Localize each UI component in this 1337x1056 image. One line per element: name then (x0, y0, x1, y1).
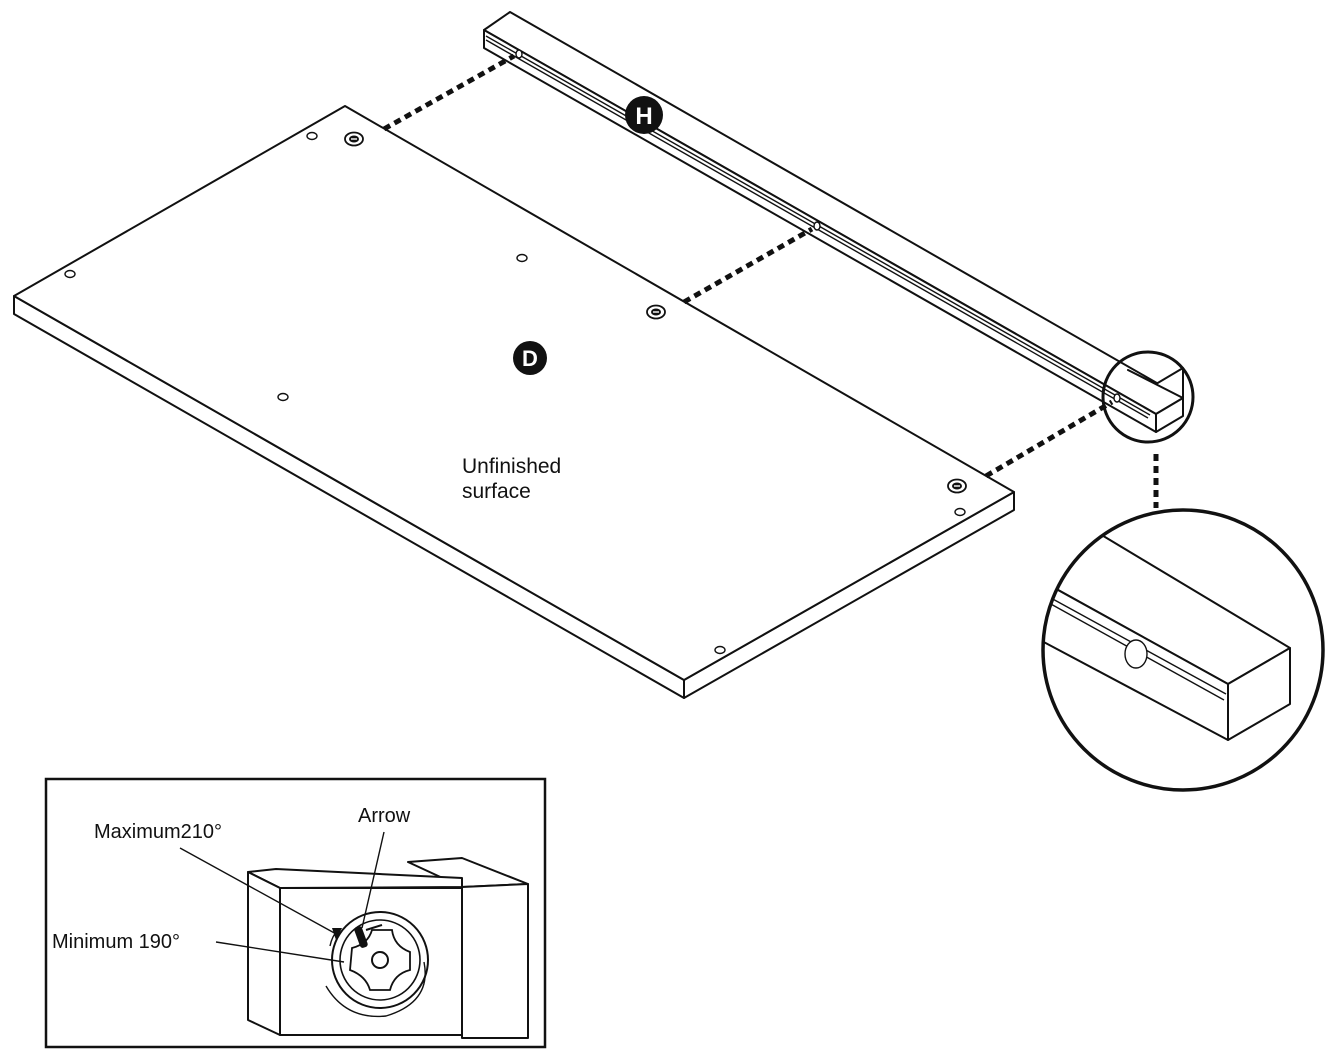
inset-main-block-side (247, 871, 281, 1036)
part-h-label: H (635, 103, 652, 130)
panel-hole (954, 507, 966, 517)
cam-lock-icon (646, 304, 666, 320)
panel-hole (306, 131, 318, 141)
dowel-connection-line (682, 226, 814, 305)
inset-back-block (461, 883, 529, 1039)
rotation-arc-min (325, 961, 426, 1018)
dowel-connection-line (382, 53, 516, 132)
cam-lock-icon (947, 478, 967, 494)
panel-hole (516, 253, 528, 263)
panel-d-top-face (13, 105, 1015, 681)
rail-dowel-hole (1113, 393, 1121, 403)
panel-d: D Unfinished surface (13, 105, 1015, 699)
cam-lock-large-icon (331, 911, 429, 1009)
detail-marker-circle (1101, 350, 1195, 444)
part-d-badge: D (513, 341, 547, 375)
rail-h-end-face (1155, 397, 1184, 433)
leader-line-arrow (361, 831, 385, 929)
surface-label-line1: Unfinished (462, 455, 561, 478)
leader-line-minimum (215, 941, 345, 963)
minimum-label: Minimum 190° (52, 931, 180, 953)
panel-hole (277, 392, 289, 402)
surface-label-line2: surface (462, 480, 531, 503)
panel-hole (714, 645, 726, 655)
rail-h: H (483, 11, 1184, 433)
cam-lock-inset: Arrow Maximum210° Minimum 190° (44, 777, 547, 1049)
rail-dowel-hole (813, 221, 821, 231)
magnified-circle-border (1041, 508, 1325, 792)
dowel-connection-line (984, 399, 1114, 479)
maximum-label: Maximum210° (94, 821, 222, 843)
arrow-label: Arrow (358, 805, 411, 827)
magnified-detail (1041, 508, 1325, 792)
detail-rail-end (1227, 647, 1291, 741)
rail-dowel-hole (515, 49, 523, 59)
cam-lock-icon (344, 131, 364, 147)
part-h-badge: H (625, 96, 663, 134)
leader-line-maximum (179, 847, 339, 936)
detail-dowel-hole (1124, 639, 1148, 669)
part-d-label: D (522, 346, 538, 371)
connection-lines (382, 53, 1159, 508)
panel-hole (64, 269, 76, 279)
